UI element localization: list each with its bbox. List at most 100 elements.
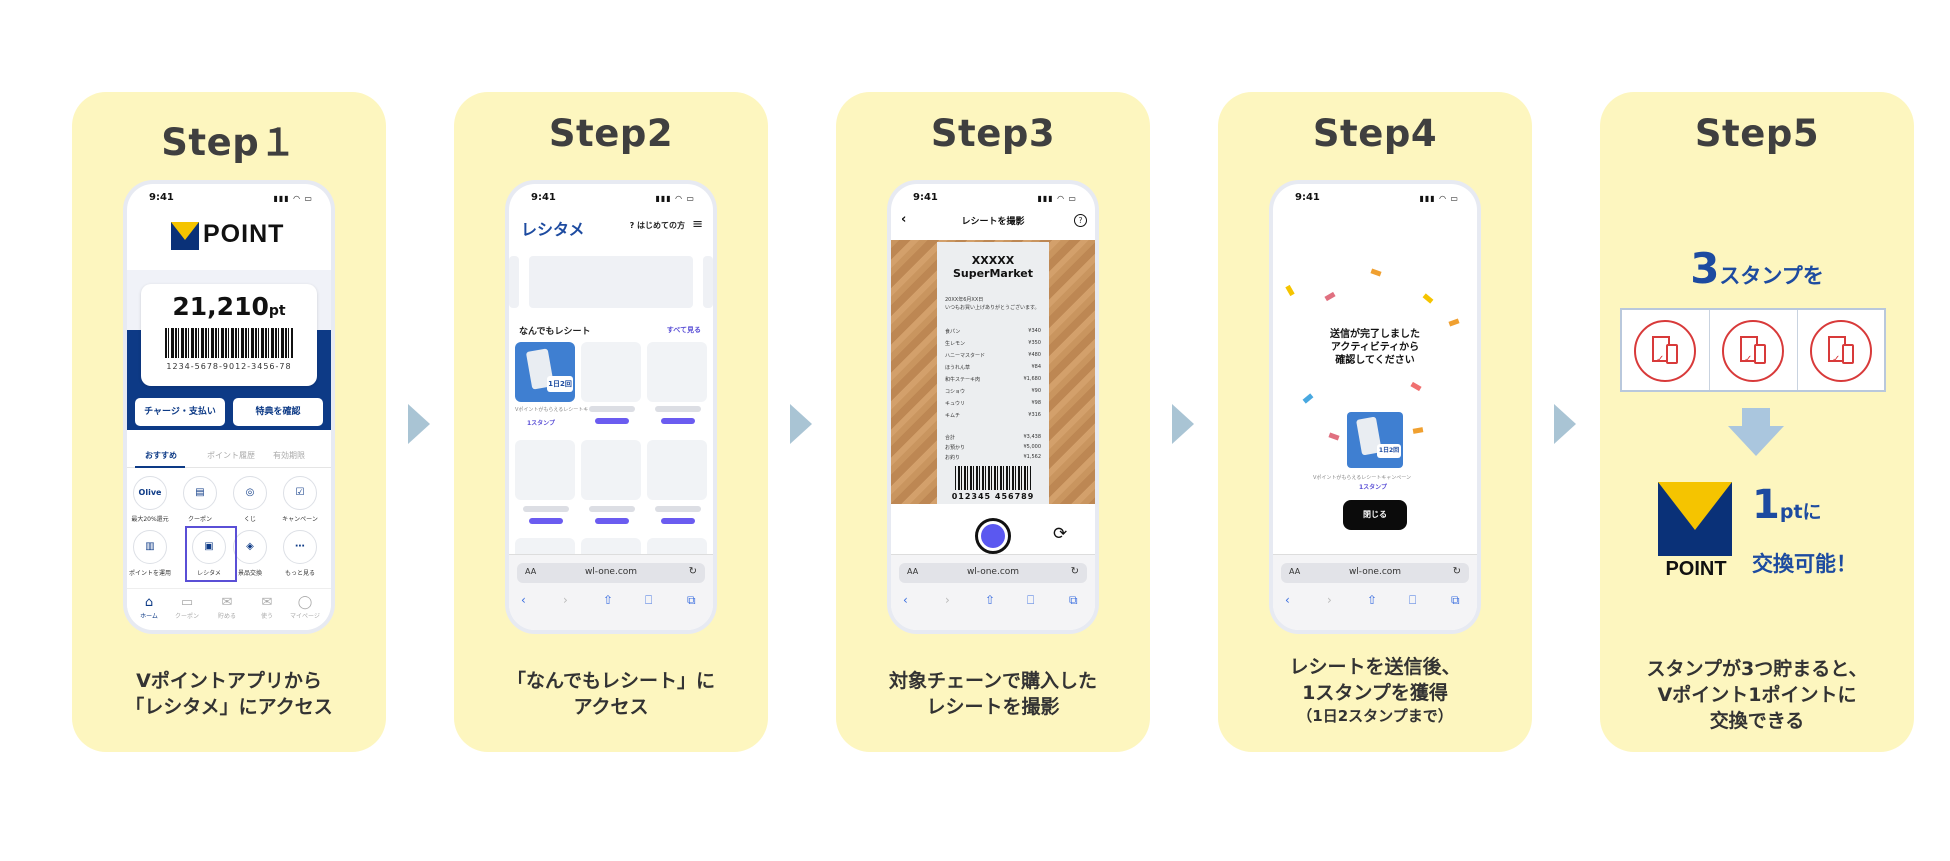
campaign-icon[interactable]: ☑ (283, 476, 317, 510)
coupon-icon[interactable]: ▤ (183, 476, 217, 510)
prize-icon[interactable]: ◈ (233, 530, 267, 564)
close-button[interactable]: 閉じる (1343, 500, 1407, 530)
tabs-icon[interactable]: ⧉ (687, 593, 696, 607)
phone-mockup: 9:41 ▮▮▮ ◠ ▭ レシタメ ? はじめての方 ≡ なんでもレシート すべ… (505, 180, 717, 634)
arrow-right-icon (1554, 404, 1576, 444)
lottery-icon[interactable]: ◎ (233, 476, 267, 510)
step-title: Step5 (1694, 112, 1820, 155)
stamp-cell: ✓ (1798, 310, 1886, 390)
step-card-5: Step5 3スタンプを ✓ ✓ ✓ POINT 1ptに 交換可能！ スタンプ… (1600, 92, 1914, 752)
tab-expiry[interactable]: 有効期限 (273, 451, 305, 460)
placeholder-tile (581, 342, 641, 402)
receipt-line: 合計¥3,438 (945, 434, 1041, 441)
bookmarks-icon[interactable]: ⎕ (1409, 593, 1417, 607)
exchange-text: 交換可能！ (1752, 552, 1857, 576)
status-bar: 9:41 ▮▮▮ ◠ ▭ (1295, 192, 1459, 203)
olive-icon[interactable]: Olive (133, 476, 167, 510)
step-title: Step4 (1312, 112, 1438, 155)
step-caption: 対象チェーンで購入した レシートを撮影 (888, 670, 1098, 718)
url-bar[interactable]: AA wl-one.com ↻ (1281, 563, 1469, 583)
forward-icon[interactable]: › (563, 593, 568, 607)
app-screen: 9:41 ▮▮▮ ◠ ▭ 送信が完了しました アクティビティから 確認してくださ… (1273, 184, 1477, 630)
app-screen: 9:41 ▮▮▮ ◠ ▭ POINT 21,210pt 1234-5678-90… (127, 184, 331, 630)
skeleton-bar (529, 518, 563, 524)
tabs-icon[interactable]: ⧉ (1451, 593, 1460, 607)
receipt-stamp-icon: ✓ (1722, 320, 1784, 382)
help-link[interactable]: ? はじめての方 (629, 221, 685, 230)
arrow-right-icon (790, 404, 812, 444)
flip-camera-icon[interactable]: ⟳ (1053, 524, 1068, 544)
completion-message: 送信が完了しました アクティビティから 確認してください (1330, 329, 1420, 366)
reshitame-icon[interactable]: ▣ (192, 530, 226, 564)
share-icon[interactable]: ⇧ (603, 593, 614, 607)
confetti (1302, 393, 1314, 404)
receipt-line: お預かり¥5,000 (945, 444, 1041, 451)
confetti (1285, 284, 1295, 297)
skeleton-bar (589, 506, 635, 512)
icon-label: ポイントを運用 (128, 570, 171, 577)
status-time: 9:41 (149, 192, 174, 203)
step-card-2: Step2 9:41 ▮▮▮ ◠ ▭ レシタメ ? はじめての方 ≡ なんでもレ… (454, 92, 768, 752)
reload-icon: ↻ (1452, 566, 1461, 577)
see-all-link[interactable]: すべて見る (666, 326, 701, 334)
points-card: 21,210pt 1234-5678-9012-3456-78 (141, 284, 317, 386)
help-icon[interactable]: ? (1074, 214, 1087, 227)
receipt-stamp-icon: ✓ (1634, 320, 1696, 382)
charge-pay-button[interactable]: チャージ・支払い (135, 398, 225, 426)
receipt-line: キムチ¥316 (945, 412, 1041, 419)
tab-use[interactable]: ✉使う (249, 595, 285, 620)
bookmarks-icon[interactable]: ⎕ (1027, 593, 1035, 607)
bookmarks-icon[interactable]: ⎕ (645, 593, 653, 607)
stamp-count-text: 3スタンプを (1690, 244, 1824, 293)
tabs-icon[interactable]: ⧉ (1069, 593, 1078, 607)
tab-earn[interactable]: ✉貯める (209, 595, 245, 620)
benefit-button[interactable]: 特典を確認 (233, 398, 323, 426)
browser-toolbar: AA wl-one.com ↻ ‹ › ⇧ ⎕ ⧉ (1273, 554, 1477, 630)
placeholder-tile (581, 440, 641, 500)
more-icon[interactable]: ⋯ (283, 530, 317, 564)
share-icon[interactable]: ⇧ (985, 593, 996, 607)
invest-icon[interactable]: ▥ (133, 530, 167, 564)
banner[interactable] (529, 256, 693, 308)
arrow-right-icon (408, 404, 430, 444)
placeholder-tile (647, 440, 707, 500)
tab-recommended[interactable]: おすすめ (145, 451, 177, 460)
skeleton-bar (661, 418, 695, 424)
status-bar: 9:41 ▮▮▮ ◠ ▭ (531, 192, 695, 203)
earn-icon: ✉ (221, 595, 233, 610)
back-icon[interactable]: ‹ (521, 593, 526, 607)
points-balance: 21,210pt (172, 292, 286, 321)
menu-icon[interactable]: ≡ (692, 217, 703, 232)
tab-home[interactable]: ⌂ホーム (131, 595, 167, 620)
shutter-button[interactable] (975, 518, 1011, 554)
step-caption: 「なんでもレシート」に アクセス (506, 670, 716, 718)
icon-label: 景品交換 (237, 570, 262, 577)
receipt-line: 食パン¥340 (945, 328, 1041, 335)
skeleton-bar (595, 418, 629, 424)
back-icon[interactable]: ‹ (903, 593, 908, 607)
banner-next (703, 256, 713, 308)
step-title: Step3 (930, 112, 1056, 155)
tab-mypage[interactable]: ◯マイページ (287, 595, 323, 620)
down-arrow-icon (1742, 408, 1770, 428)
skeleton-bar (523, 506, 569, 512)
forward-icon[interactable]: › (945, 593, 950, 607)
receipt-campaign-tile[interactable]: 1日2回 (515, 342, 575, 402)
url-bar[interactable]: AA wl-one.com ↻ (899, 563, 1087, 583)
section-title: なんでもレシート (519, 327, 591, 337)
stamp-card: ✓ ✓ ✓ (1620, 308, 1886, 392)
use-icon: ✉ (261, 595, 273, 610)
status-bar: 9:41 ▮▮▮ ◠ ▭ (913, 192, 1077, 203)
skeleton-bar (655, 506, 701, 512)
screen-header: レシートを撮影 (961, 217, 1025, 227)
tab-history[interactable]: ポイント履歴 (207, 451, 255, 460)
step-title: Step2 (548, 112, 674, 155)
url-bar[interactable]: AA wl-one.com ↻ (517, 563, 705, 583)
share-icon[interactable]: ⇧ (1367, 593, 1378, 607)
forward-icon[interactable]: › (1327, 593, 1332, 607)
back-icon[interactable]: ‹ (1285, 593, 1290, 607)
stamp-label: 1スタンプ (527, 420, 555, 427)
back-icon[interactable]: ‹ (901, 212, 907, 227)
tab-coupon[interactable]: ▭クーポン (169, 595, 205, 620)
